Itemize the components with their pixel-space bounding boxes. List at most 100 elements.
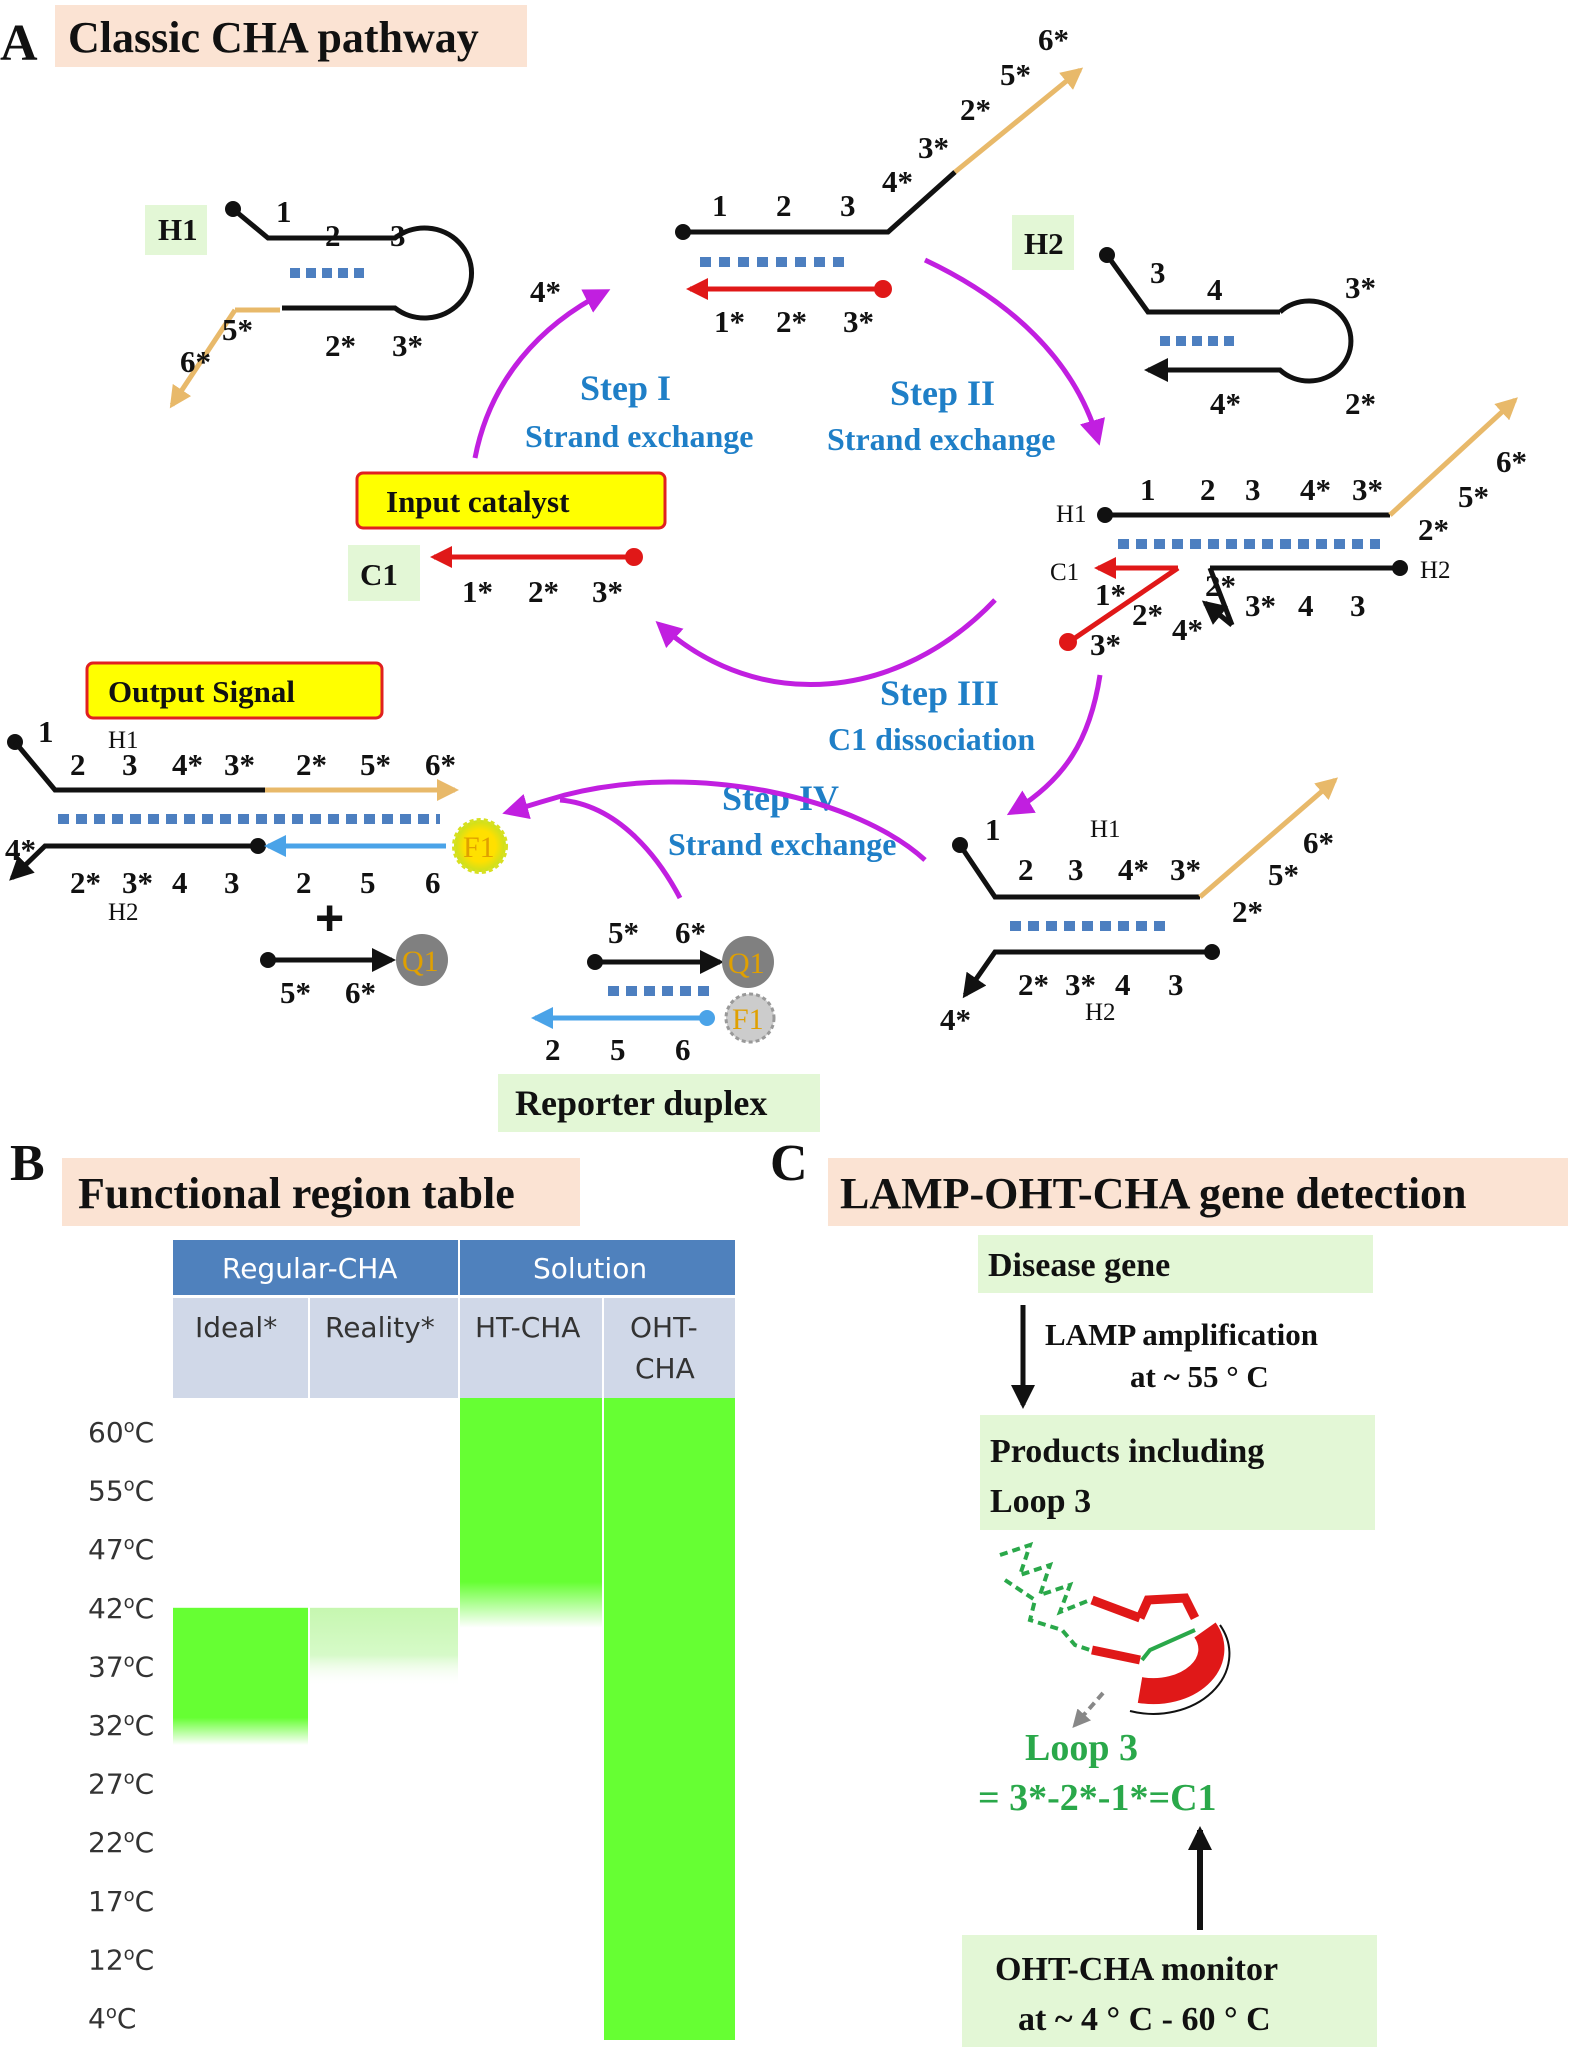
reporter-d5s: 5*	[608, 915, 639, 950]
step-1-name: Step I	[580, 368, 671, 408]
h1-hairpin: H1 1 2 3 4* 2* 3* 5* 6*	[145, 194, 561, 409]
complex1-d4s: 4*	[882, 164, 913, 199]
reporter-duplex-label: Reporter duplex	[515, 1083, 767, 1123]
duplex-h1-label: H1	[1090, 816, 1121, 843]
ternary-d2s: 2*	[1418, 512, 1449, 547]
duplex-h2-d4: 4	[1115, 967, 1131, 1002]
range-bars	[173, 1398, 735, 2040]
temp-label: 4oC	[88, 2002, 136, 2035]
ternary-h2-dot	[1392, 560, 1408, 576]
reporter-duplex: Q1 F1 5* 6* 2 5 6 Reporter duplex	[498, 915, 820, 1132]
panel-b-letter: B	[10, 1135, 45, 1192]
f1-quenched-label: F1	[732, 1003, 764, 1036]
functional-region-table: Regular-CHA Solution Ideal* Reality* HT-…	[88, 1240, 735, 2040]
duplex-d5s: 5*	[1268, 857, 1299, 892]
ternary-h2-arrow	[1201, 600, 1234, 627]
c1-d1s: 1*	[462, 574, 493, 609]
ternary-h2-d2s: 2*	[1205, 568, 1236, 603]
complex1-d3s: 3*	[843, 304, 874, 339]
output-h2-label: H2	[108, 899, 139, 926]
ternary-h2-d4s: 4*	[1172, 612, 1203, 647]
range-bar-ht-cha	[460, 1398, 602, 1628]
ternary-h2-label: H2	[1420, 557, 1451, 584]
complex1-d5s: 5*	[1000, 57, 1031, 92]
ternary-d6s: 6*	[1496, 444, 1527, 479]
complex1-d2s: 2*	[960, 92, 991, 127]
loop3-stem-lower	[1091, 1645, 1141, 1665]
ternary-c1-label: C1	[1050, 559, 1079, 586]
output-h1-label: H1	[108, 727, 139, 754]
duplex-h1-strand	[957, 843, 1200, 900]
temp-label: 42oC	[88, 1592, 154, 1625]
step-2-name: Step II	[890, 373, 995, 413]
f1-label: F1	[463, 831, 495, 864]
c1-label: C1	[360, 557, 398, 592]
ternary-d1: 1	[1140, 472, 1156, 507]
h1-loop	[285, 225, 475, 321]
disease-gene-label: Disease gene	[988, 1247, 1170, 1284]
monitor-line-1: OHT-CHA monitor	[995, 1951, 1278, 1988]
step-3-desc: C1 dissociation	[828, 721, 1035, 757]
products-line-2: Loop 3	[990, 1483, 1091, 1520]
h2-d2s: 2*	[1345, 386, 1376, 421]
step-3-name: Step III	[880, 673, 999, 713]
loop3-dashed-lower	[1003, 1578, 1091, 1652]
ternary-c1-d3s: 3*	[1090, 627, 1121, 662]
ternary-c1-d1s: 1*	[1095, 577, 1126, 612]
range-bar-oht-cha	[604, 1398, 735, 2040]
range-bar-ideal	[173, 1607, 308, 1745]
ternary-c1-d2s: 2*	[1132, 597, 1163, 632]
q1-quencher	[722, 936, 774, 988]
output-signal-box	[85, 661, 384, 720]
ternary-h2-tail	[1207, 567, 1235, 626]
col-header-ohtcha-bg	[604, 1298, 735, 1398]
q1-label: Q1	[728, 947, 765, 980]
monitor-bg	[962, 1935, 1377, 2047]
loop3-label: Loop 3	[1025, 1727, 1138, 1769]
ternary-d2: 2	[1200, 472, 1216, 507]
output-d4s-end: 4*	[5, 832, 36, 867]
temp-label: 60oC	[88, 1416, 154, 1449]
duplex-d3s: 3*	[1170, 852, 1201, 887]
reporter-d6s: 6*	[675, 915, 706, 950]
duplex-d2s: 2*	[1232, 894, 1263, 929]
temp-label: 17oC	[88, 1885, 154, 1918]
plus-sign: +	[315, 890, 344, 946]
h1-label-bg	[145, 205, 207, 255]
reporter-label-bg	[498, 1074, 820, 1132]
q1-quencher-released	[396, 934, 448, 986]
output-rep-d2: 2	[296, 865, 312, 900]
complex1-d1s: 1*	[714, 304, 745, 339]
h1-d2: 2	[325, 218, 341, 253]
ternary-d5s: 5*	[1458, 479, 1489, 514]
output-d4s: 4*	[172, 747, 203, 782]
reporter-merge-arrow	[559, 797, 683, 900]
col-header-htcha-bg	[460, 1298, 602, 1398]
ternary-h2-d3s: 3*	[1245, 588, 1276, 623]
h2-label: H2	[1024, 226, 1064, 261]
h1-stem-top	[231, 207, 380, 241]
h1-d2s: 2*	[325, 328, 356, 363]
complex1-d3: 3	[840, 188, 856, 223]
group-header-solution	[460, 1240, 735, 1295]
ternary-c1-bottom	[1070, 565, 1180, 643]
products-bg	[980, 1415, 1375, 1530]
f1-fluorophore-quenched	[724, 992, 776, 1044]
reporter-d5: 5	[610, 1032, 626, 1067]
output-d2: 2	[70, 747, 86, 782]
ternary-d3: 3	[1245, 472, 1261, 507]
disease-gene-bg	[978, 1235, 1373, 1293]
loop3-pointer	[1072, 1691, 1105, 1729]
output-d3: 3	[122, 747, 138, 782]
h1-d6s: 6*	[180, 344, 211, 379]
step-4-arrow	[502, 779, 927, 862]
output-h2-d2s: 2*	[70, 865, 101, 900]
duplex-d6s: 6*	[1303, 825, 1334, 860]
loop3-arc-outline	[1129, 1624, 1231, 1715]
panel-a-title-bg	[55, 5, 527, 67]
loop3-top	[1135, 1593, 1200, 1621]
c1-dot	[625, 548, 643, 566]
col-header-ohtcha-2: CHA	[635, 1352, 695, 1385]
temp-label: 12oC	[88, 1943, 154, 1976]
